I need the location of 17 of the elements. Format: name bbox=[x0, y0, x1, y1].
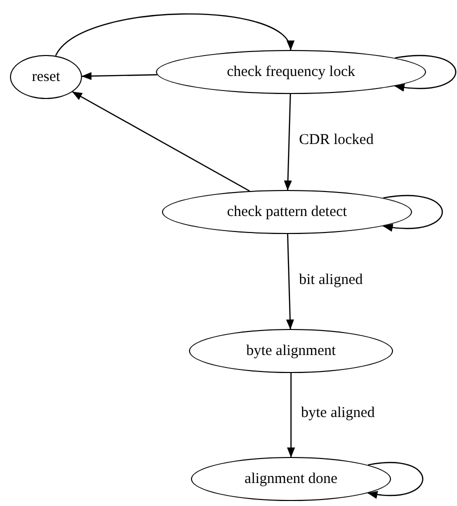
transition-arrow bbox=[284, 94, 292, 190]
transition-arrow bbox=[72, 91, 250, 192]
transition-arrow bbox=[287, 373, 295, 458]
transition-arrow bbox=[286, 234, 294, 330]
state-name: check pattern detect bbox=[227, 204, 347, 220]
edge-label: byte aligned bbox=[299, 405, 377, 422]
state-name: check frequency lock bbox=[226, 64, 356, 80]
state-name: reset bbox=[32, 68, 60, 86]
transition-arrow bbox=[394, 55, 456, 92]
transition-arrow bbox=[55, 13, 292, 56]
state-name: byte alignment bbox=[246, 342, 336, 360]
state-ellipse bbox=[10, 55, 82, 99]
edge-label: bit aligned bbox=[297, 272, 365, 288]
transition-arrow bbox=[382, 195, 443, 232]
transition-arrow bbox=[81, 72, 158, 80]
state-name: alignment done bbox=[244, 470, 338, 488]
transition-arrow bbox=[368, 462, 424, 498]
